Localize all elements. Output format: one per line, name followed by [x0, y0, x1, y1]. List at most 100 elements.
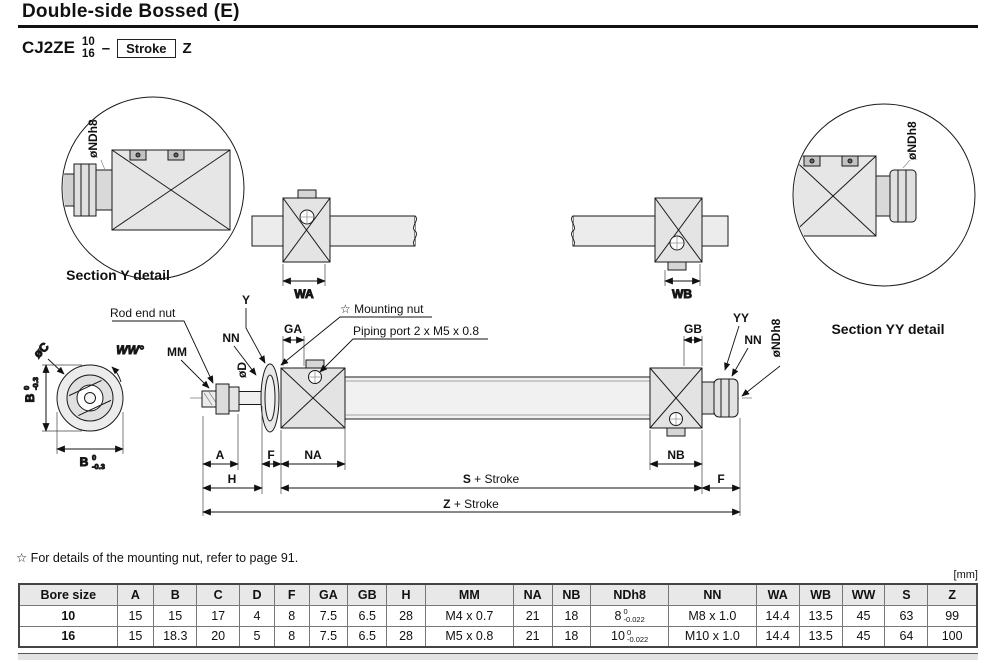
col-header-d: D — [239, 583, 275, 606]
head-fragment-wb: WB — [571, 197, 729, 302]
section-y-title: Section Y detail — [66, 267, 170, 283]
model-bore-options: 10 16 — [82, 36, 95, 60]
model-separator: – — [101, 39, 111, 57]
dimension-cell: M10 x 1.0 — [667, 625, 757, 648]
model-bore-bottom: 16 — [81, 48, 95, 60]
dimension-cell: 17 — [196, 604, 241, 627]
col-header-nn: NN — [667, 583, 757, 606]
col-header-c: C — [196, 583, 241, 606]
gb-dim-label: GB — [684, 322, 702, 336]
head-cover-right — [649, 367, 703, 437]
col-header-a: A — [116, 583, 155, 606]
col-header-s: S — [884, 583, 929, 606]
stroke-box: Stroke — [117, 38, 176, 58]
col-header-ndh8: NDh8 — [590, 583, 669, 606]
head-fragment-wa: WA — [251, 189, 417, 302]
b-dim-label-vertical: B — [23, 393, 37, 402]
dimension-cell: 18 — [551, 625, 592, 648]
b-tol-sub: -0.3 — [31, 377, 40, 390]
dimension-cell: 15 — [116, 625, 155, 648]
dimension-cell: 4 — [239, 604, 275, 627]
bore-size-cell: 10 — [18, 604, 118, 627]
yy-section-label: YY — [733, 311, 749, 325]
dimension-cell: 63 — [884, 604, 929, 627]
h-dim-label: H — [228, 472, 237, 486]
dimension-cell: 6.5 — [347, 604, 388, 627]
dimension-cell: M8 x 1.0 — [667, 604, 757, 627]
right-annotations: GB YY NN øNDh8 — [683, 311, 783, 397]
b-tol-sup: 0 — [22, 386, 31, 390]
nb-dim-label: NB — [667, 448, 685, 462]
col-header-ga: GA — [308, 583, 349, 606]
mm-label: MM — [167, 345, 187, 359]
section-yy-title: Section YY detail — [831, 321, 944, 337]
na-dim-label: NA — [304, 448, 322, 462]
dimension-cell: 7.5 — [308, 604, 349, 627]
ga-dim-label: GA — [284, 322, 302, 336]
col-header-f: F — [273, 583, 310, 606]
dimension-cell: 99 — [927, 604, 978, 627]
col-header-z: Z — [927, 583, 978, 606]
f-dim-label-left: F — [267, 448, 274, 462]
dimension-cell: 15 — [153, 604, 198, 627]
boss-and-nut-right — [701, 378, 739, 418]
col-header-nb: NB — [551, 583, 592, 606]
technical-drawing: øNDh8 Section Y detail øNDh8 Section YY … — [22, 96, 976, 516]
dimension-cell: 14.4 — [755, 625, 800, 648]
cylinder-tube — [344, 376, 651, 420]
dimension-cell: 100 — [927, 625, 978, 648]
ndh8-label-main: øNDh8 — [769, 318, 783, 357]
dimension-cell: 18 — [551, 604, 592, 627]
nn-label-right: NN — [744, 333, 761, 347]
page-title: Double-side Bossed (E) — [22, 1, 240, 22]
dimension-cell: 8 — [273, 604, 310, 627]
dimension-cell: 5 — [239, 625, 275, 648]
dimension-cell: 13.5 — [798, 604, 843, 627]
dimension-cell: 13.5 — [798, 625, 843, 648]
dimension-cell: 45 — [841, 604, 886, 627]
b-tol-sub-2: -0.3 — [92, 462, 105, 471]
s-stroke-dim-label: S + Stroke — [463, 472, 520, 486]
head-cover-left — [280, 359, 346, 429]
dimension-cell: 7.5 — [308, 625, 349, 648]
dimension-cell: 28 — [386, 604, 426, 627]
model-suffix: Z — [182, 39, 192, 57]
wa-dim-label: WA — [294, 287, 314, 301]
dimension-cell: 28 — [386, 625, 426, 648]
section-yy-detail-view: øNDh8 Section YY detail — [792, 103, 976, 337]
f-dim-label-right: F — [717, 472, 724, 486]
col-header-bore-size: Bore size — [18, 583, 118, 606]
model-series: CJ2ZE — [22, 38, 75, 57]
col-header-wb: WB — [798, 583, 843, 606]
dimension-cell: 45 — [841, 625, 886, 648]
left-annotations: Rod end nut MM NN Y øD GA ☆ Mounting nut… — [110, 293, 488, 389]
next-table-edge — [18, 653, 978, 660]
units-note: [mm] — [953, 569, 978, 581]
title-underline — [18, 25, 978, 28]
section-y-detail-view: øNDh8 Section Y detail — [61, 96, 245, 283]
dimension-cell: 20 — [196, 625, 241, 648]
col-header-h: H — [386, 583, 426, 606]
dimension-cell: 21 — [512, 604, 553, 627]
dimension-cell: M5 x 0.8 — [424, 625, 514, 648]
mounting-nut-label: ☆ Mounting nut — [340, 302, 424, 316]
z-stroke-dim-label: Z + Stroke — [443, 497, 499, 511]
col-header-wa: WA — [755, 583, 800, 606]
rod-end-nut — [201, 383, 264, 415]
ndh8-label-section-y: øNDh8 — [86, 119, 100, 158]
y-section-label: Y — [242, 293, 250, 307]
model-bore-top: 10 — [81, 36, 95, 48]
dimension-cell: 14.4 — [755, 604, 800, 627]
col-header-b: B — [153, 583, 198, 606]
col-header-na: NA — [512, 583, 553, 606]
dimension-cell: 64 — [884, 625, 929, 648]
dimension-cell: 15 — [116, 604, 155, 627]
model-designation: CJ2ZE 10 16 – Stroke Z — [22, 36, 192, 60]
dimension-cell: 6.5 — [347, 625, 388, 648]
dia-c-label: øC — [31, 339, 52, 360]
col-header-ww: WW — [841, 583, 886, 606]
